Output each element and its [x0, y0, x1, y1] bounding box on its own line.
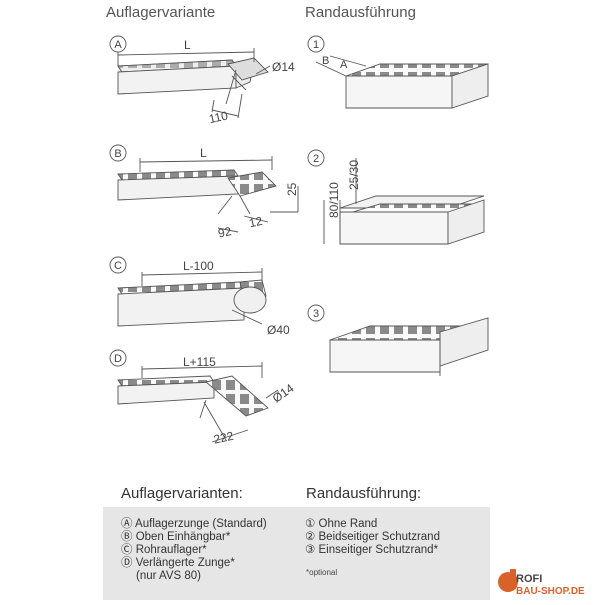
variant-b-drawing — [109, 144, 299, 233]
legend-item-b: Ⓑ Oben Einhängbar* — [121, 531, 231, 543]
legend-left-title: Auflagervarianten: — [121, 485, 243, 502]
marker-3: 3 — [313, 308, 319, 320]
legend-item-a: Ⓐ Auflagerzunge (Standard) — [121, 518, 267, 530]
legend-item-c: Ⓒ Rohrauflager* — [121, 544, 207, 556]
dim-d-dia: Ø14 — [270, 381, 297, 406]
right-heading: Randausführung — [305, 4, 416, 21]
marker-1: 1 — [313, 39, 319, 51]
edge-2-drawing — [307, 149, 485, 245]
legend-right-title: Randausführung: — [306, 485, 422, 502]
dim-r2-top: 25/30 — [347, 160, 361, 190]
marker-d: D — [114, 353, 122, 365]
edge-1-drawing — [307, 35, 489, 109]
dim-b-12: 12 — [248, 214, 264, 231]
variant-d-drawing — [109, 349, 279, 443]
marker-c: C — [114, 260, 122, 272]
dim-d-width: 222 — [212, 429, 235, 447]
legend-item-d: Ⓓ Verlängerte Zunge* — [121, 557, 235, 569]
marker-b: B — [114, 148, 121, 160]
dim-c-length: L-100 — [183, 259, 214, 273]
logo: ROFI BAU-SHOP.DE — [498, 566, 600, 600]
logo-line2: BAU-SHOP.DE — [516, 586, 585, 597]
legend-item-d-note: (nur AVS 80) — [136, 570, 201, 582]
dim-r2-side: 80/110 — [327, 182, 341, 218]
dim-b-length: L — [200, 146, 207, 160]
legend-item-1: ① Ohne Rand — [305, 518, 378, 530]
dim-r1-a: A — [340, 59, 348, 71]
marker-a: A — [114, 39, 122, 51]
legend-item-3: ③ Einseitiger Schutzrand* — [305, 544, 439, 556]
left-heading: Auflagervariante — [106, 4, 216, 21]
dim-b-25: 25 — [285, 182, 299, 196]
variant-a-drawing — [109, 35, 271, 119]
logo-mark: ROFI BAU-SHOP.DE — [498, 569, 585, 597]
optional-note: *optional — [306, 568, 338, 577]
dim-r1-b: B — [322, 55, 329, 67]
edge-3-drawing — [307, 304, 489, 376]
dim-a-length: L — [184, 38, 191, 52]
legend-panel: Ⓐ Auflagerzunge (Standard) Ⓑ Oben Einhän… — [103, 507, 490, 600]
legend-item-2: ② Beidseitiger Schutzrand — [305, 531, 440, 543]
marker-2: 2 — [313, 153, 319, 165]
dim-a-width: 110 — [208, 108, 230, 126]
dim-d-length: L+115 — [183, 355, 216, 369]
dim-a-dia: Ø14 — [272, 60, 295, 74]
dim-b-92: 92 — [217, 224, 233, 241]
variant-c-drawing — [109, 256, 267, 327]
dim-c-dia: Ø40 — [267, 323, 290, 337]
logo-line1: ROFI — [516, 573, 542, 585]
